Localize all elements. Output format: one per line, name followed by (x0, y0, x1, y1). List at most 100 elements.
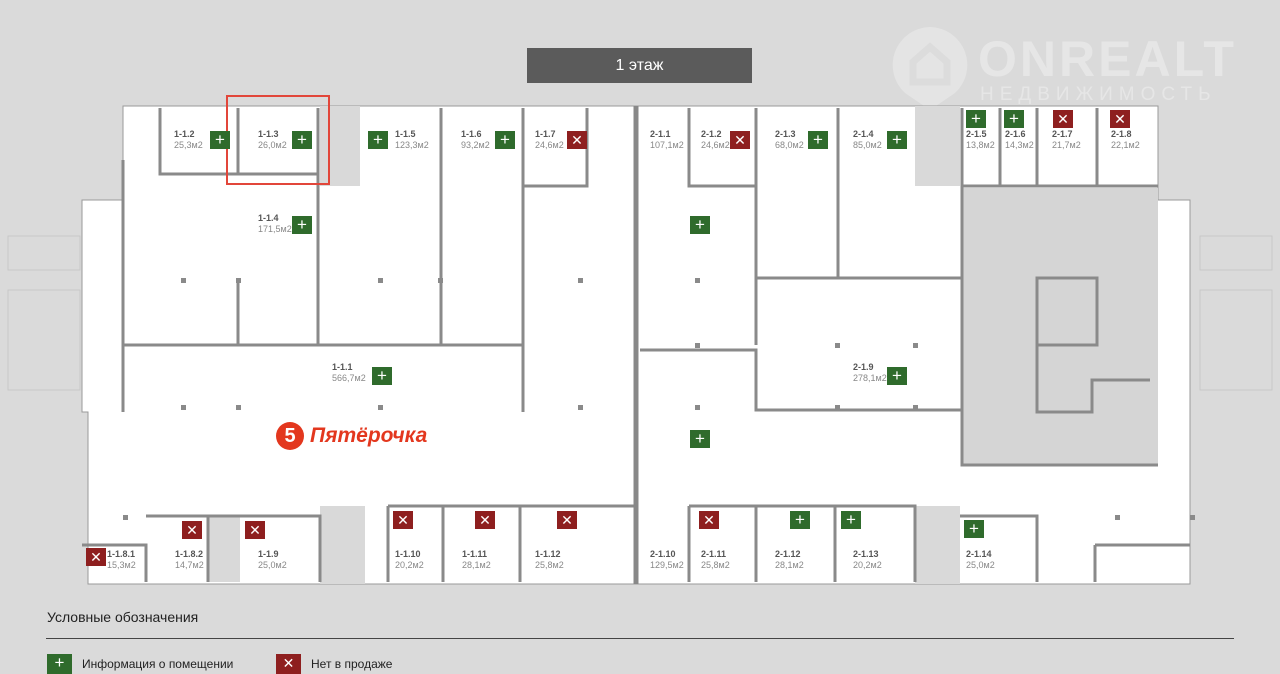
room-number: 1-1.2 (174, 129, 195, 139)
room-number: 2-1.10 (650, 549, 676, 559)
room-number: 1-1.11 (462, 549, 488, 559)
legend-divider (46, 638, 1234, 639)
room-number: 1-1.10 (395, 549, 421, 559)
room-info-button[interactable]: + (690, 430, 710, 448)
not-for-sale-marker[interactable]: ✕ (245, 521, 265, 539)
room-info-button[interactable]: + (887, 367, 907, 385)
room-number: 2-1.3 (775, 129, 796, 139)
room-number: 2-1.7 (1052, 129, 1073, 139)
room-area: 28,1м2 (775, 560, 804, 570)
room-info-button[interactable]: + (368, 131, 388, 149)
room-info-button[interactable]: + (1004, 110, 1024, 128)
room-info-button[interactable]: + (210, 131, 230, 149)
room-area: 26,0м2 (258, 140, 287, 150)
room-number: 1-1.7 (535, 129, 556, 139)
room-number: 2-1.9 (853, 362, 874, 372)
room-info-button[interactable]: + (372, 367, 392, 385)
room-number: 1-1.1 (332, 362, 353, 372)
room-info-button[interactable]: + (790, 511, 810, 529)
room-info-button[interactable]: + (964, 520, 984, 538)
room-area: 20,2м2 (395, 560, 424, 570)
room-number: 1-1.8.1 (107, 549, 136, 559)
room-info-button[interactable]: + (808, 131, 828, 149)
floor-plan (7, 105, 1273, 585)
floor-selector-button[interactable]: 1 этаж (527, 48, 752, 83)
room-area: 28,1м2 (462, 560, 491, 570)
not-for-sale-marker[interactable]: ✕ (699, 511, 719, 529)
room-area: 123,3м2 (395, 140, 429, 150)
room-number: 2-1.4 (853, 129, 874, 139)
not-for-sale-marker[interactable]: ✕ (1053, 110, 1073, 128)
room-number: 2-1.14 (966, 549, 992, 559)
not-for-sale-marker[interactable]: ✕ (475, 511, 495, 529)
not-for-sale-marker[interactable]: ✕ (86, 548, 106, 566)
room-number: 2-1.13 (853, 549, 879, 559)
room-number: 2-1.1 (650, 129, 671, 139)
room-number: 1-1.6 (461, 129, 482, 139)
room-area: 25,0м2 (258, 560, 287, 570)
not-for-sale-marker[interactable]: ✕ (182, 521, 202, 539)
not-for-sale-marker[interactable]: ✕ (567, 131, 587, 149)
room-number: 1-1.8.2 (175, 549, 204, 559)
room-number: 1-1.9 (258, 549, 279, 559)
room-area: 13,8м2 (966, 140, 995, 150)
legend-not-for-sale: ✕ Нет в продаже (276, 654, 392, 674)
legend-available: + Информация о помещении (47, 654, 233, 674)
room-number: 2-1.12 (775, 549, 801, 559)
room-area: 566,7м2 (332, 373, 366, 383)
cross-icon: ✕ (276, 654, 301, 674)
not-for-sale-marker[interactable]: ✕ (1110, 110, 1130, 128)
room-number: 1-1.5 (395, 129, 416, 139)
pyaterochka-logo: 5 Пятёрочка (276, 422, 427, 450)
room-number: 1-1.12 (535, 549, 561, 559)
room-info-button[interactable]: + (887, 131, 907, 149)
room-number: 2-1.8 (1111, 129, 1132, 139)
room-info-button[interactable]: + (292, 131, 312, 149)
room-info-button[interactable]: + (292, 216, 312, 234)
room-area: 171,5м2 (258, 224, 292, 234)
not-for-sale-marker[interactable]: ✕ (730, 131, 750, 149)
room-area: 24,6м2 (535, 140, 564, 150)
not-for-sale-marker[interactable]: ✕ (557, 511, 577, 529)
room-area: 14,3м2 (1005, 140, 1034, 150)
room-info-button[interactable]: + (966, 110, 986, 128)
room-info-button[interactable]: + (841, 511, 861, 529)
room-area: 20,2м2 (853, 560, 882, 570)
room-area: 129,5м2 (650, 560, 684, 570)
room-area: 68,0м2 (775, 140, 804, 150)
room-area: 25,3м2 (174, 140, 203, 150)
room-area: 107,1м2 (650, 140, 684, 150)
room-area: 21,7м2 (1052, 140, 1081, 150)
room-info-button[interactable]: + (690, 216, 710, 234)
room-info-button[interactable]: + (495, 131, 515, 149)
room-number: 2-1.6 (1005, 129, 1026, 139)
not-for-sale-marker[interactable]: ✕ (393, 511, 413, 529)
